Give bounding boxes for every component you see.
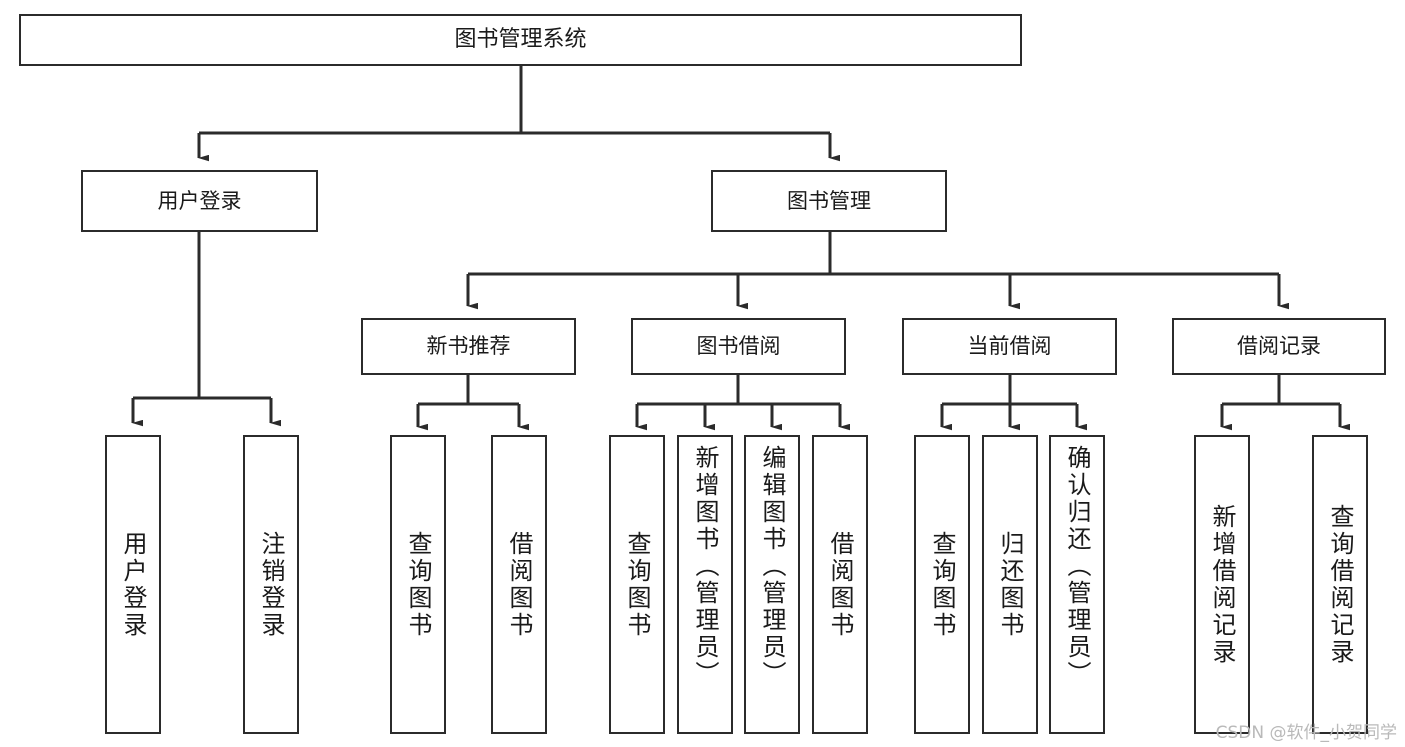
node-borrow-record-label: 借阅记录 bbox=[1237, 334, 1321, 359]
leaf-book-borrow-edit[interactable]: 编辑图书（管理员） bbox=[744, 435, 800, 734]
node-book-management-label: 图书管理 bbox=[787, 188, 871, 213]
leaf-user-login-login-label: 用户登录 bbox=[119, 530, 147, 639]
node-book-borrow-label: 图书借阅 bbox=[696, 334, 781, 359]
node-user-login-label: 用户登录 bbox=[157, 188, 242, 213]
watermark: CSDN @软件_小贺同学 bbox=[1215, 723, 1397, 743]
leaf-new-book-query-label: 查询图书 bbox=[404, 530, 432, 639]
leaf-book-borrow-borrow[interactable]: 借阅图书 bbox=[812, 435, 868, 734]
leaf-new-book-borrow[interactable]: 借阅图书 bbox=[491, 435, 547, 734]
leaf-book-borrow-borrow-label: 借阅图书 bbox=[826, 530, 854, 639]
node-current-borrow-label: 当前借阅 bbox=[967, 334, 1052, 359]
leaf-current-borrow-confirm-return[interactable]: 确认归还（管理员） bbox=[1049, 435, 1105, 734]
leaf-book-borrow-add[interactable]: 新增图书（管理员） bbox=[677, 435, 733, 734]
node-book-borrow[interactable]: 图书借阅 bbox=[631, 318, 846, 375]
leaf-current-borrow-query-label: 查询图书 bbox=[928, 530, 956, 639]
leaf-current-borrow-return-label: 归还图书 bbox=[996, 530, 1024, 639]
leaf-book-borrow-add-label: 新增图书（管理员） bbox=[691, 445, 719, 688]
node-root[interactable]: 图书管理系统 bbox=[19, 14, 1022, 66]
leaf-current-borrow-query[interactable]: 查询图书 bbox=[914, 435, 970, 734]
node-new-book-recommend-label: 新书推荐 bbox=[426, 334, 511, 359]
leaf-book-borrow-query[interactable]: 查询图书 bbox=[609, 435, 665, 734]
leaf-book-borrow-edit-label: 编辑图书（管理员） bbox=[758, 445, 786, 688]
node-current-borrow[interactable]: 当前借阅 bbox=[902, 318, 1117, 375]
node-new-book-recommend[interactable]: 新书推荐 bbox=[361, 318, 576, 375]
leaf-user-login-login[interactable]: 用户登录 bbox=[105, 435, 161, 734]
leaf-new-book-borrow-label: 借阅图书 bbox=[505, 530, 533, 639]
leaf-user-login-logout-label: 注销登录 bbox=[257, 530, 285, 639]
leaf-book-borrow-query-label: 查询图书 bbox=[623, 530, 651, 639]
node-book-management[interactable]: 图书管理 bbox=[711, 170, 947, 232]
leaf-borrow-record-query[interactable]: 查询借阅记录 bbox=[1312, 435, 1368, 734]
leaf-current-borrow-confirm-return-label: 确认归还（管理员） bbox=[1063, 445, 1091, 688]
node-user-login[interactable]: 用户登录 bbox=[81, 170, 318, 232]
node-borrow-record[interactable]: 借阅记录 bbox=[1172, 318, 1386, 375]
leaf-user-login-logout[interactable]: 注销登录 bbox=[243, 435, 299, 734]
node-root-label: 图书管理系统 bbox=[454, 27, 587, 53]
leaf-borrow-record-query-label: 查询借阅记录 bbox=[1326, 503, 1354, 666]
leaf-new-book-query[interactable]: 查询图书 bbox=[390, 435, 446, 734]
leaf-current-borrow-return[interactable]: 归还图书 bbox=[982, 435, 1038, 734]
leaf-borrow-record-add[interactable]: 新增借阅记录 bbox=[1194, 435, 1250, 734]
leaf-borrow-record-add-label: 新增借阅记录 bbox=[1208, 503, 1236, 666]
